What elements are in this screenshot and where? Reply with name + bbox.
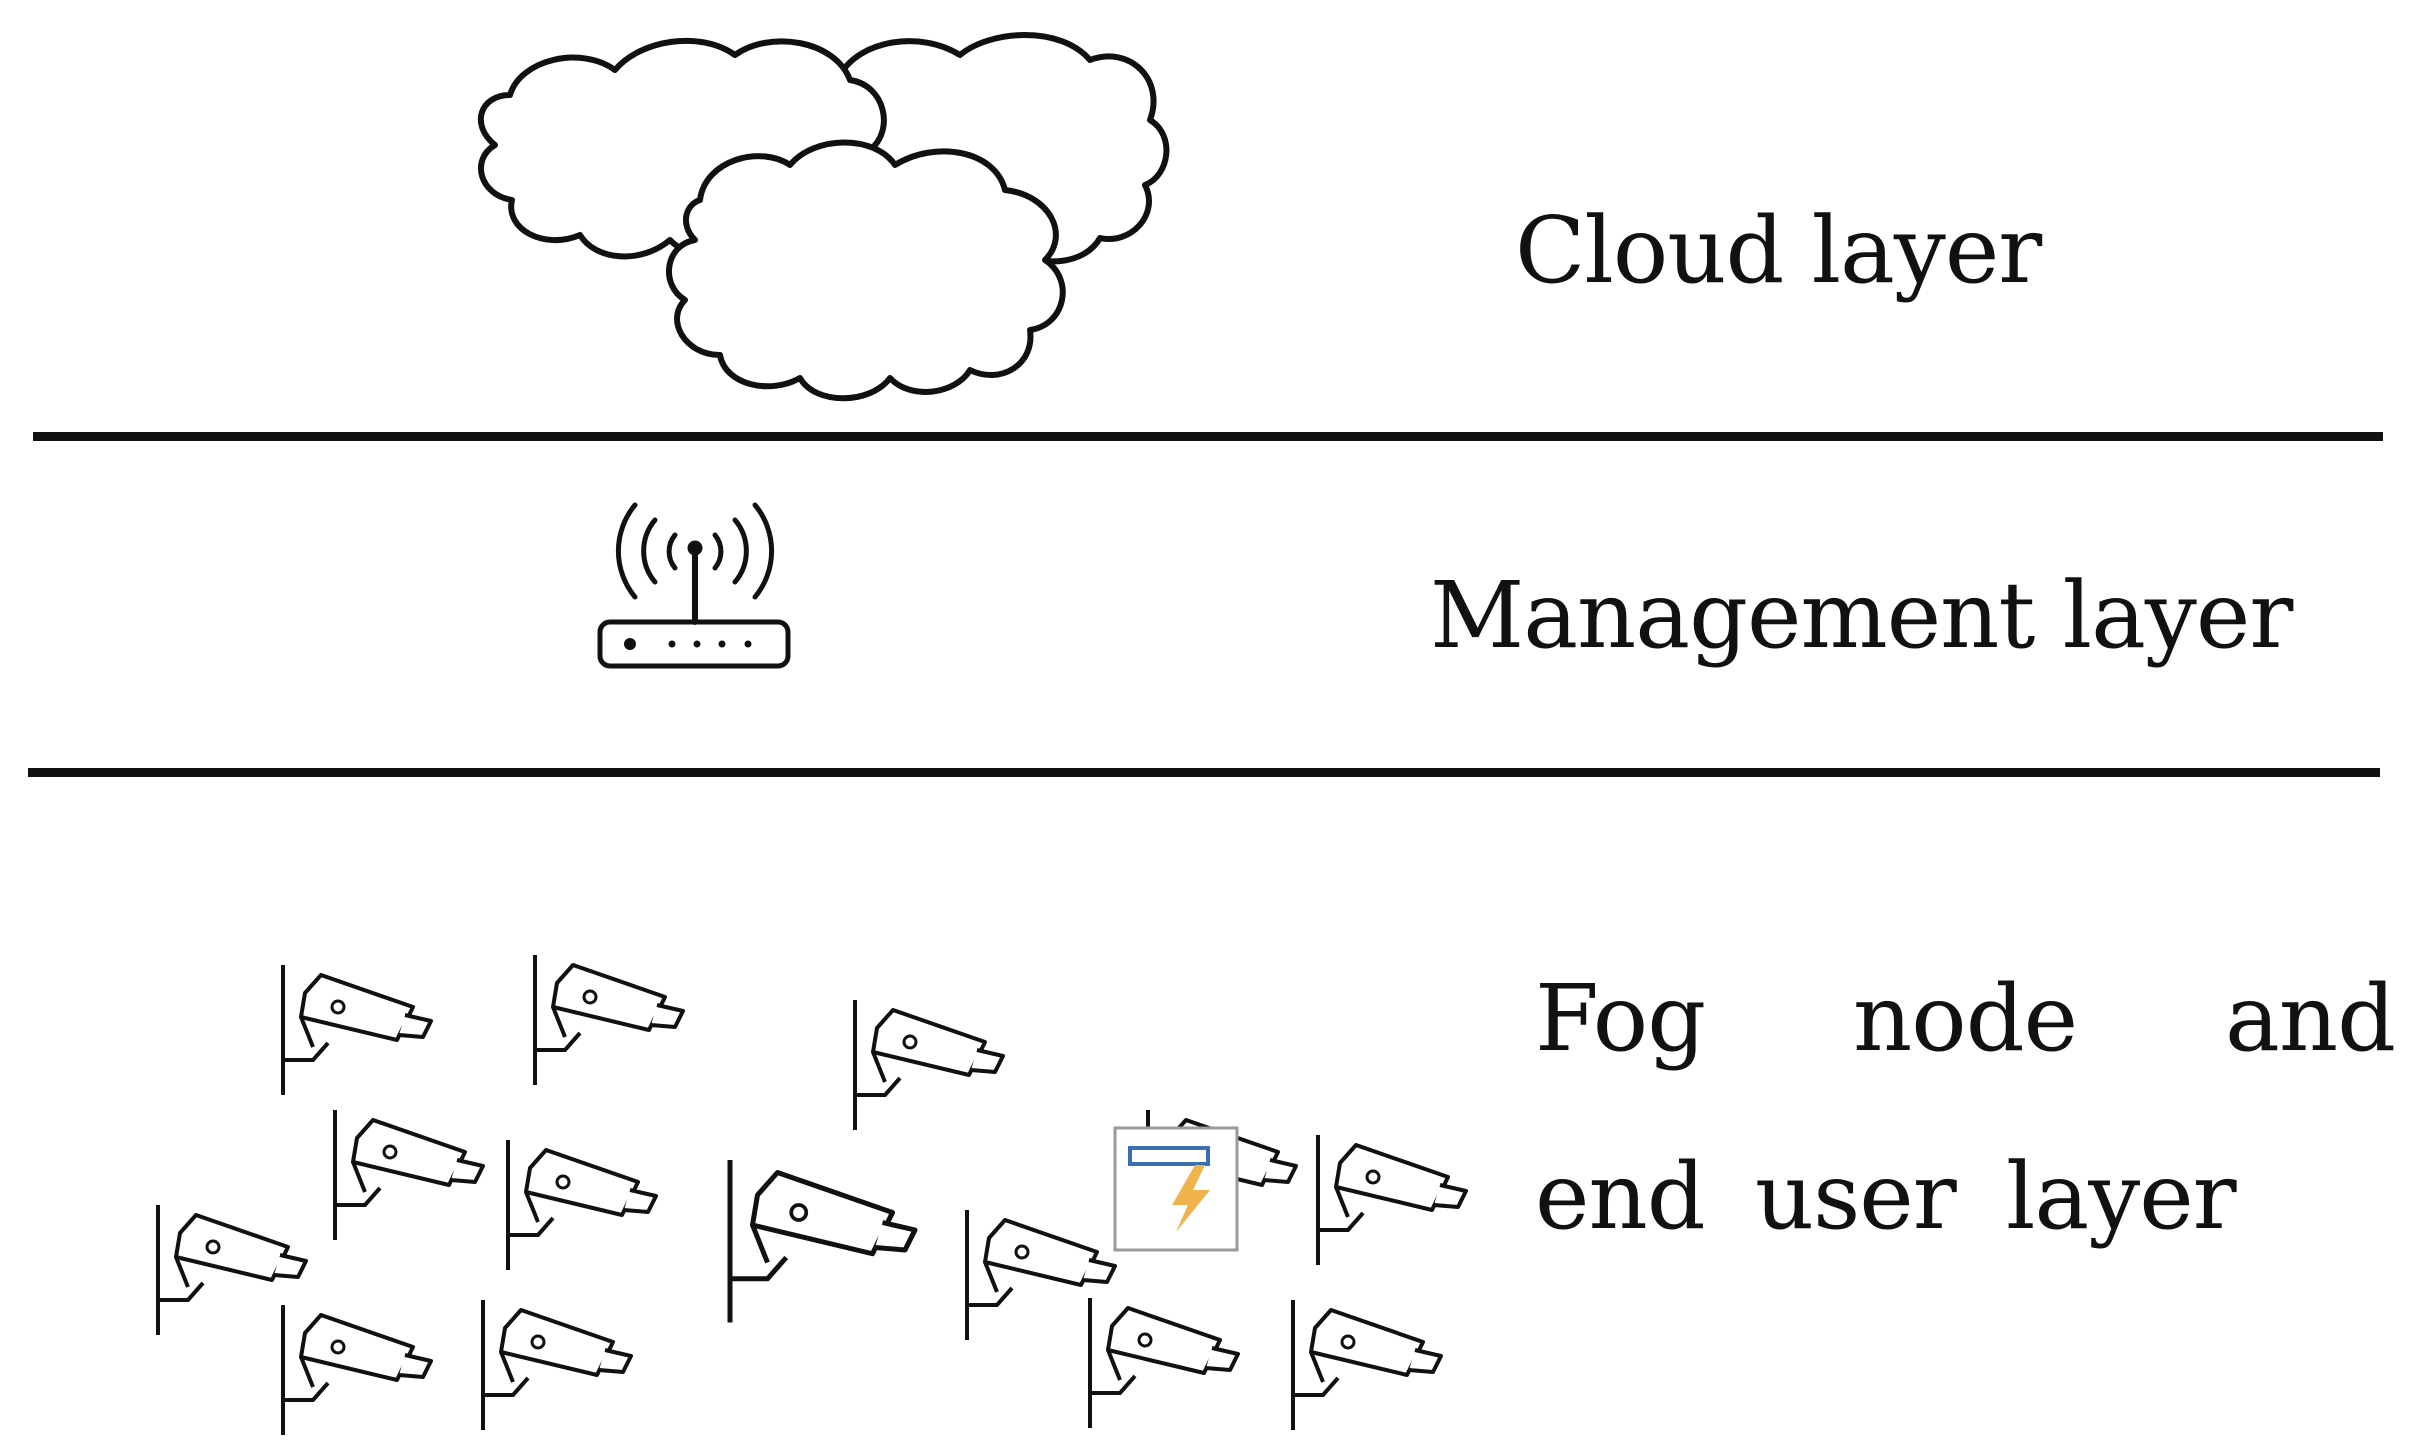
divider-cloud-management xyxy=(33,432,2383,441)
wifi-router-icon xyxy=(597,502,791,669)
cloud-layer-label: Cloud layer xyxy=(1515,197,2042,304)
divider-management-fog xyxy=(28,768,2380,777)
fog-layer-label: Fog node and end user layer xyxy=(1535,965,2396,1250)
cloud-shape-front xyxy=(666,139,1066,402)
cloud-icon xyxy=(477,32,1170,402)
management-layer-label: Management layer xyxy=(1430,562,2293,669)
